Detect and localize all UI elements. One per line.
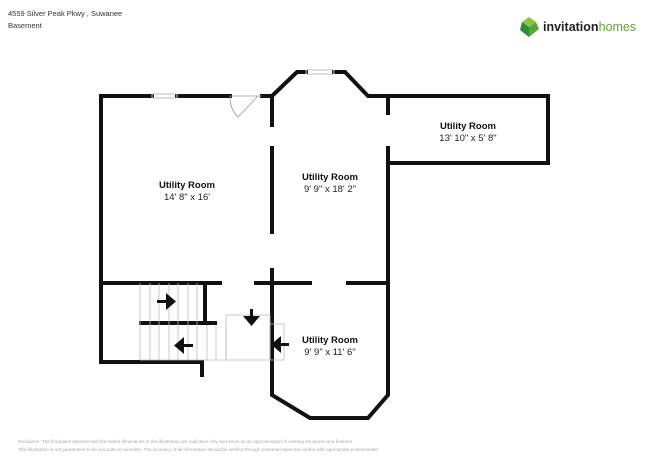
logo-mark-icon — [520, 17, 539, 37]
arrow-left-icon — [174, 337, 193, 354]
room-dims: 14' 8" x 16' — [164, 192, 210, 203]
room-dims: 9' 9" x 11' 6" — [304, 347, 355, 358]
disclaimer-line-1: Disclaimer: The floorplans depicted and … — [18, 439, 354, 444]
arrow-right-icon — [157, 293, 176, 310]
logo-text-b: homes — [598, 20, 637, 34]
room-name: Utility Room — [440, 121, 496, 132]
room-dims: 9' 9" x 18' 2" — [304, 184, 356, 195]
room-name: Utility Room — [159, 180, 215, 191]
floor-label: Basement — [8, 21, 42, 30]
room-name: Utility Room — [302, 172, 358, 183]
arrow-left-icon — [271, 336, 289, 353]
windows — [151, 69, 335, 99]
door — [229, 95, 262, 118]
logo-text-a: invitation — [543, 20, 599, 34]
disclaimer-line-2: This illustration is not guaranteed to b… — [18, 447, 379, 452]
room-dims: 13' 10" x 5' 8" — [439, 133, 496, 144]
room-name: Utility Room — [302, 335, 358, 346]
stair-arrows — [157, 293, 289, 354]
address: 4559 Silver Peak Pkwy , Suwanee — [8, 9, 123, 18]
brand-logo: invitationhomes — [518, 16, 636, 38]
arrow-down-icon — [243, 309, 260, 326]
walls — [99, 70, 550, 420]
